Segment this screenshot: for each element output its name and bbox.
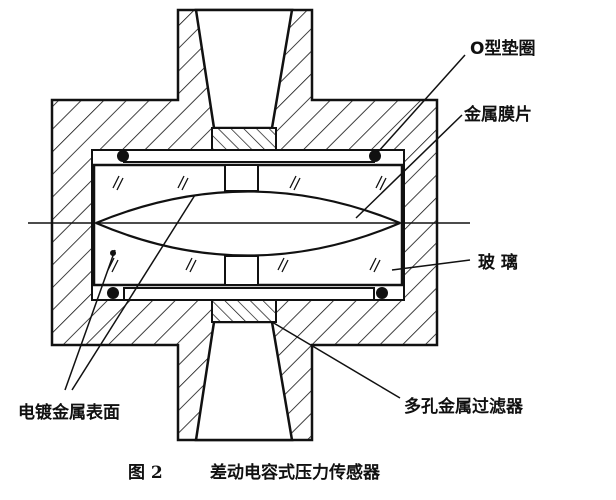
bottom-porous-filter — [211, 299, 277, 323]
top-porous-filter — [211, 127, 277, 151]
leader-lines — [64, 54, 471, 399]
o-ring — [107, 287, 119, 299]
label-glass: 玻 璃 — [478, 253, 518, 273]
center-channel-bottom — [224, 255, 259, 286]
caption-title: 差动电容式压力传感器 — [210, 463, 380, 483]
plated-surface-bottom — [95, 221, 401, 257]
bottom-plate — [123, 287, 375, 301]
plated-surface-top — [95, 190, 401, 225]
top-plate — [123, 149, 375, 163]
label-o-ring: O型垫圈 — [470, 39, 536, 59]
glass-marks — [107, 175, 387, 273]
caption-number: 图 2 — [128, 463, 163, 483]
o-ring — [376, 287, 388, 299]
o-ring — [117, 150, 129, 162]
label-porous-filter: 多孔金属过滤器 — [404, 397, 523, 417]
label-plated-surface: 电镀金属表面 — [18, 403, 120, 423]
label-metal-diaphragm: 金属膜片 — [464, 105, 532, 125]
o-ring — [369, 150, 381, 162]
center-channel-top — [224, 164, 259, 192]
